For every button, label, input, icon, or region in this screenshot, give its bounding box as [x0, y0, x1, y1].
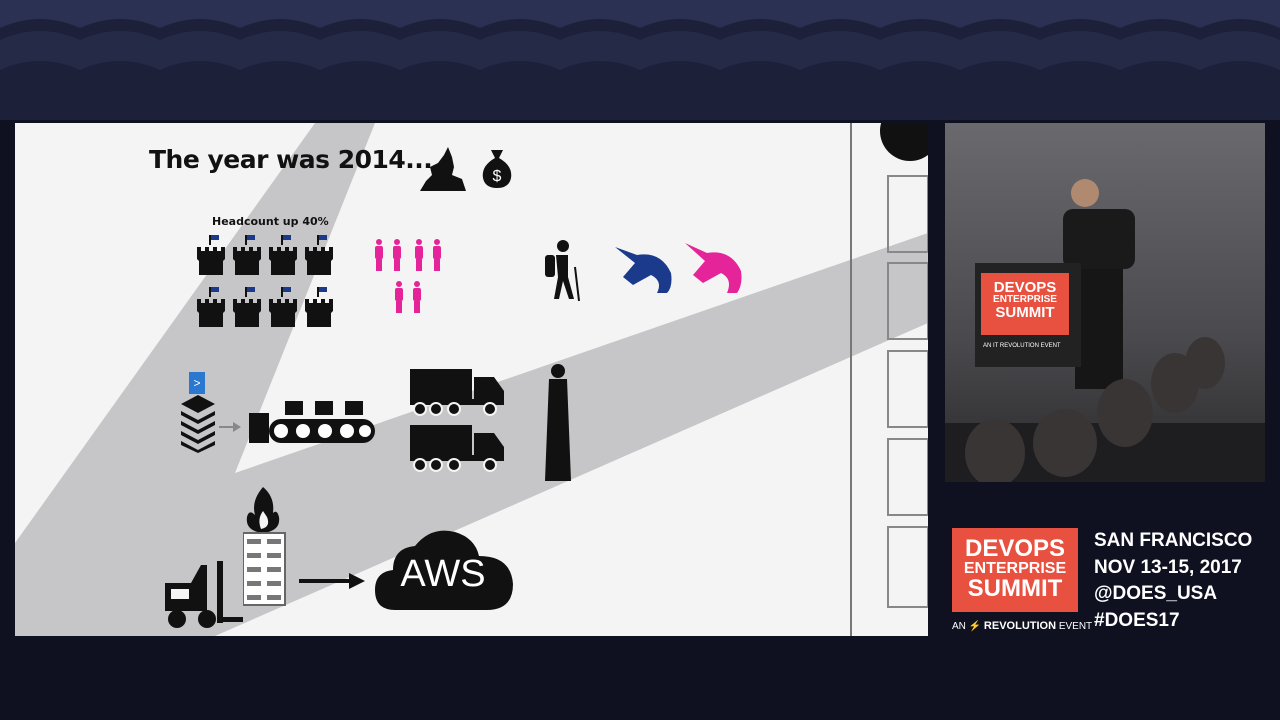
trucks-icon [410, 369, 505, 472]
arrow-right-icon [299, 573, 365, 589]
aws-label: AWS [400, 553, 486, 595]
event-prefix: AN [952, 621, 966, 632]
it-revolution-event: AN ⚡ REVOLUTION EVENT [952, 620, 1092, 632]
hiker-icon [545, 240, 580, 301]
podium-logo-line3: SUMMIT [995, 304, 1055, 321]
devops-enterprise-summit-logo: DEVOPS ENTERPRISE SUMMIT [952, 528, 1078, 612]
wolf-icon [420, 147, 466, 191]
conveyor-belt-icon [219, 401, 375, 443]
headcount-label: Headcount up 40% [212, 215, 329, 228]
slide-title: The year was 2014... [149, 145, 433, 174]
logo-line1: DEVOPS [964, 535, 1066, 562]
event-dates: NOV 13-15, 2017 [1094, 556, 1242, 578]
podium-event-text: AN IT REVOLUTION EVENT [983, 343, 1061, 349]
event-location: SAN FRANCISCO [1094, 530, 1253, 551]
podium-logo-line1: DEVOPS [993, 279, 1057, 296]
event-hashtag: #DOES17 [1094, 609, 1180, 631]
people-icons [375, 239, 441, 313]
stacked-layers-icon [181, 395, 215, 453]
it-revolution-icon: ⚡ [968, 621, 982, 632]
money-bag-icon: $ [482, 150, 512, 188]
podium-logo-line2: ENTERPRISE [993, 294, 1057, 305]
presentation-slide: The year was 2014... $ Headcount up 40% … [15, 123, 928, 636]
event-twitter: @DOES_USA [1094, 583, 1218, 604]
svg-text:$: $ [493, 168, 502, 185]
event-suffix: EVENT [1058, 621, 1093, 632]
forklift-icon [165, 561, 243, 628]
lighthouse-tower-icon [545, 364, 571, 481]
powershell-icon: > [189, 372, 205, 394]
castle-icons-grid [197, 235, 333, 327]
unicorn-icons [615, 243, 742, 293]
event-name: REVOLUTION [983, 620, 1057, 632]
aws-cloud-icon [375, 530, 513, 610]
event-info: SAN FRANCISCO NOV 13-15, 2017 @DOES_USA … [1094, 528, 1252, 634]
wave-pattern-background [0, 0, 1280, 120]
podium-logo: DEVOPS ENTERPRISE SUMMIT [986, 280, 1064, 320]
logo-line2: ENTERPRISE [963, 560, 1067, 577]
speaker-camera-view: DEVOPS ENTERPRISE SUMMIT AN IT REVOLUTIO… [945, 123, 1265, 487]
burning-servers-icon [243, 487, 286, 606]
logo-line3: SUMMIT [967, 575, 1063, 602]
